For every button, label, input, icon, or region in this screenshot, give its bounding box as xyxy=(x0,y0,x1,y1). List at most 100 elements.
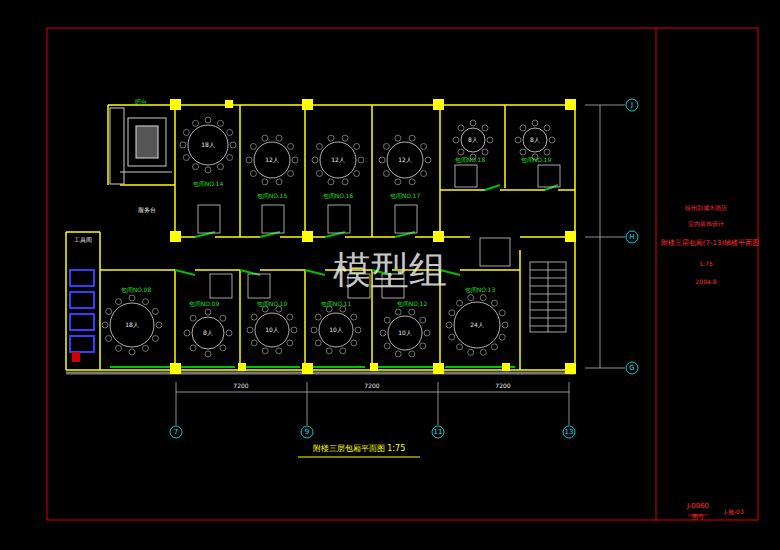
room-name: 包间NO.11 xyxy=(321,301,352,307)
chair xyxy=(420,343,426,349)
seat-count: 12人 xyxy=(398,157,412,163)
seat-count: 8人 xyxy=(530,137,540,143)
chair xyxy=(383,143,389,149)
chair xyxy=(129,295,135,301)
chair xyxy=(227,155,233,161)
chair xyxy=(220,315,226,321)
axis-number: 9 xyxy=(305,429,309,436)
room-name: 包间NO.10 xyxy=(257,301,288,307)
round-table xyxy=(188,125,228,165)
drawing-title: 附楼三层包厢平面图 1:75 xyxy=(313,445,406,453)
chair xyxy=(351,314,357,320)
chair xyxy=(315,314,321,320)
chair xyxy=(190,315,196,321)
chair xyxy=(384,343,390,349)
axis-number: H xyxy=(629,234,634,241)
seat-count: 8人 xyxy=(468,137,478,143)
round-table xyxy=(388,316,422,350)
axis-number: 11 xyxy=(434,429,443,436)
chair xyxy=(116,299,122,305)
sheet-label: 图号 xyxy=(692,514,704,520)
dimension: 7200 xyxy=(495,383,510,389)
seat-count: 10人 xyxy=(265,327,279,333)
chair xyxy=(409,179,415,185)
chair xyxy=(351,340,357,346)
dimension: 7200 xyxy=(364,383,379,389)
drawing-code: J-0060 xyxy=(687,503,709,510)
chair xyxy=(549,137,555,143)
chair xyxy=(205,351,211,357)
chair xyxy=(480,295,486,301)
chair xyxy=(288,171,294,177)
chair xyxy=(218,164,224,170)
chair xyxy=(355,327,361,333)
chair xyxy=(250,171,256,177)
chair xyxy=(205,309,211,315)
round-table xyxy=(461,128,485,152)
chair xyxy=(251,340,257,346)
chair xyxy=(499,310,505,316)
chair xyxy=(246,157,252,163)
chair xyxy=(409,351,415,357)
chair xyxy=(287,314,293,320)
round-table xyxy=(110,303,154,347)
chair xyxy=(311,327,317,333)
chair xyxy=(470,120,476,126)
chair xyxy=(453,137,459,143)
chair xyxy=(156,322,162,328)
chair xyxy=(205,117,211,123)
chair xyxy=(520,125,526,131)
chair xyxy=(152,309,158,315)
chair xyxy=(106,309,112,315)
company-name: 徐州彭城大酒店 xyxy=(685,205,727,211)
chair xyxy=(424,330,430,336)
chair xyxy=(129,349,135,355)
chair xyxy=(328,179,334,185)
chair xyxy=(480,349,486,355)
chair xyxy=(316,171,322,177)
sheet-title: 附楼三层包厢(7-13)轴楼平面图 xyxy=(661,240,759,247)
chair xyxy=(395,179,401,185)
chair xyxy=(116,345,122,351)
scale: 1:75 xyxy=(699,261,712,267)
seat-count: 12人 xyxy=(265,157,279,163)
chair xyxy=(276,179,282,185)
chair xyxy=(262,179,268,185)
chair xyxy=(193,164,199,170)
chair xyxy=(482,149,488,155)
chair xyxy=(358,157,364,163)
chair xyxy=(262,135,268,141)
chair xyxy=(205,167,211,173)
chair xyxy=(342,135,348,141)
chair xyxy=(544,125,550,131)
chair xyxy=(420,317,426,323)
chair xyxy=(449,334,455,340)
chair xyxy=(276,135,282,141)
room-name: 包间NO.17 xyxy=(390,193,421,199)
round-table xyxy=(454,302,500,348)
chair xyxy=(499,334,505,340)
chair xyxy=(395,309,401,315)
chair xyxy=(380,330,386,336)
chair xyxy=(458,149,464,155)
seat-count: 18人 xyxy=(201,142,215,148)
round-table xyxy=(319,313,353,347)
chair xyxy=(354,143,360,149)
chair xyxy=(143,345,149,351)
chair xyxy=(276,348,282,354)
chair xyxy=(520,149,526,155)
round-table xyxy=(387,142,423,178)
chair xyxy=(315,340,321,346)
date: 2004.8 xyxy=(696,279,717,285)
room-name: 包间NO.13 xyxy=(465,287,496,293)
round-table xyxy=(255,313,289,347)
area-name: 工具间 xyxy=(74,237,92,243)
chair xyxy=(409,309,415,315)
chair xyxy=(220,345,226,351)
axis-number: 13 xyxy=(565,429,574,436)
chair xyxy=(491,300,497,306)
round-table xyxy=(192,317,224,349)
seat-count: 10人 xyxy=(398,330,412,336)
sheet-number: J-施-03 xyxy=(724,509,744,515)
